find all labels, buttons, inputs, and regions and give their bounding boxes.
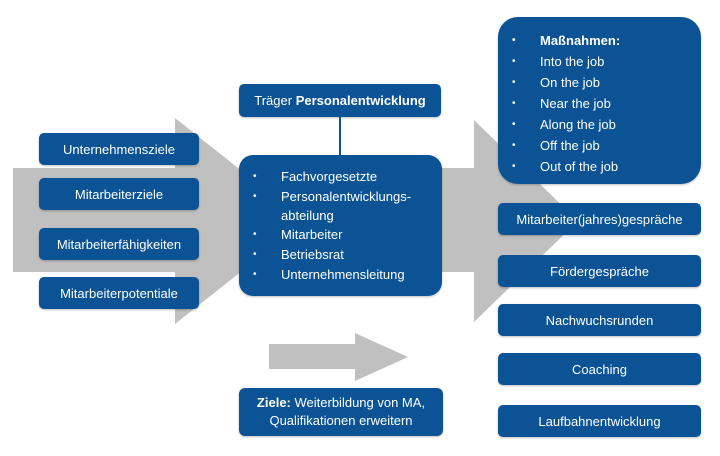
massnahmen-box: Maßnahmen: Into the job On the job Near … [498, 17, 701, 184]
traeger-list: Fachvorgesetzte Personalentwicklungs-abt… [253, 167, 432, 285]
input-box-mitarbeiterziele: Mitarbeiterziele [39, 178, 199, 210]
goals-arrow [269, 333, 408, 381]
instrument-label: Mitarbeiter(jahres)gespräche [516, 211, 683, 227]
list-item: Mitarbeiter [253, 225, 432, 245]
traeger-title: Träger Personalentwicklung [254, 93, 425, 108]
input-label: Mitarbeiterfähigkeiten [56, 236, 182, 252]
instrument-label: Nachwuchsrunden [545, 312, 654, 328]
list-item: Out of the job [512, 156, 691, 177]
list-item: Into the job [512, 51, 691, 72]
instrument-label: Coaching [572, 361, 627, 377]
ziele-label: Ziele: [256, 395, 291, 410]
instrument-box-foerdergespraeche: Fördergespräche [498, 255, 701, 287]
list-item: On the job [512, 72, 691, 93]
traeger-title-prefix: Träger [254, 93, 296, 108]
input-box-mitarbeiterpotentiale: Mitarbeiterpotentiale [39, 277, 199, 309]
list-item: Along the job [512, 114, 691, 135]
input-box-unternehmensziele: Unternehmensziele [39, 133, 199, 165]
instrument-box-nachwuchsrunden: Nachwuchsrunden [498, 304, 701, 336]
instrument-box-laufbahnentwicklung: Laufbahnentwicklung [498, 405, 701, 437]
input-box-mitarbeiterfaehigkeiten: Mitarbeiterfähigkeiten [39, 228, 199, 260]
list-item: Off the job [512, 135, 691, 156]
traeger-title-bold: Personalentwicklung [295, 93, 426, 108]
list-item: Personalentwicklungs-abteilung [253, 187, 432, 225]
instrument-box-coaching: Coaching [498, 353, 701, 385]
ziele-description: Weiterbildung von MA, Qualifikationen er… [269, 395, 426, 428]
input-label: Mitarbeiterziele [74, 186, 164, 202]
traeger-title-box: Träger Personalentwicklung [239, 84, 441, 117]
instrument-label: Fördergespräche [550, 263, 649, 279]
list-item: Unternehmensleitung [253, 265, 432, 285]
instrument-label: Laufbahnentwicklung [538, 413, 661, 429]
list-item: Betriebsrat [253, 245, 432, 265]
massnahmen-list: Maßnahmen: Into the job On the job Near … [512, 30, 691, 177]
input-label: Unternehmensziele [62, 141, 175, 157]
massnahmen-heading: Maßnahmen: [512, 30, 691, 51]
ziele-text: Ziele: Weiterbildung von MA, Qualifikati… [239, 394, 443, 430]
list-item: Fachvorgesetzte [253, 167, 432, 187]
traeger-list-box: Fachvorgesetzte Personalentwicklungs-abt… [239, 155, 442, 296]
list-item: Near the job [512, 93, 691, 114]
instrument-box-mitarbeitergespraeche: Mitarbeiter(jahres)gespräche [498, 203, 701, 235]
input-flow-arrow [13, 118, 305, 324]
connector-line [339, 117, 341, 155]
input-label: Mitarbeiterpotentiale [60, 285, 178, 301]
ziele-box: Ziele: Weiterbildung von MA, Qualifikati… [239, 388, 443, 436]
